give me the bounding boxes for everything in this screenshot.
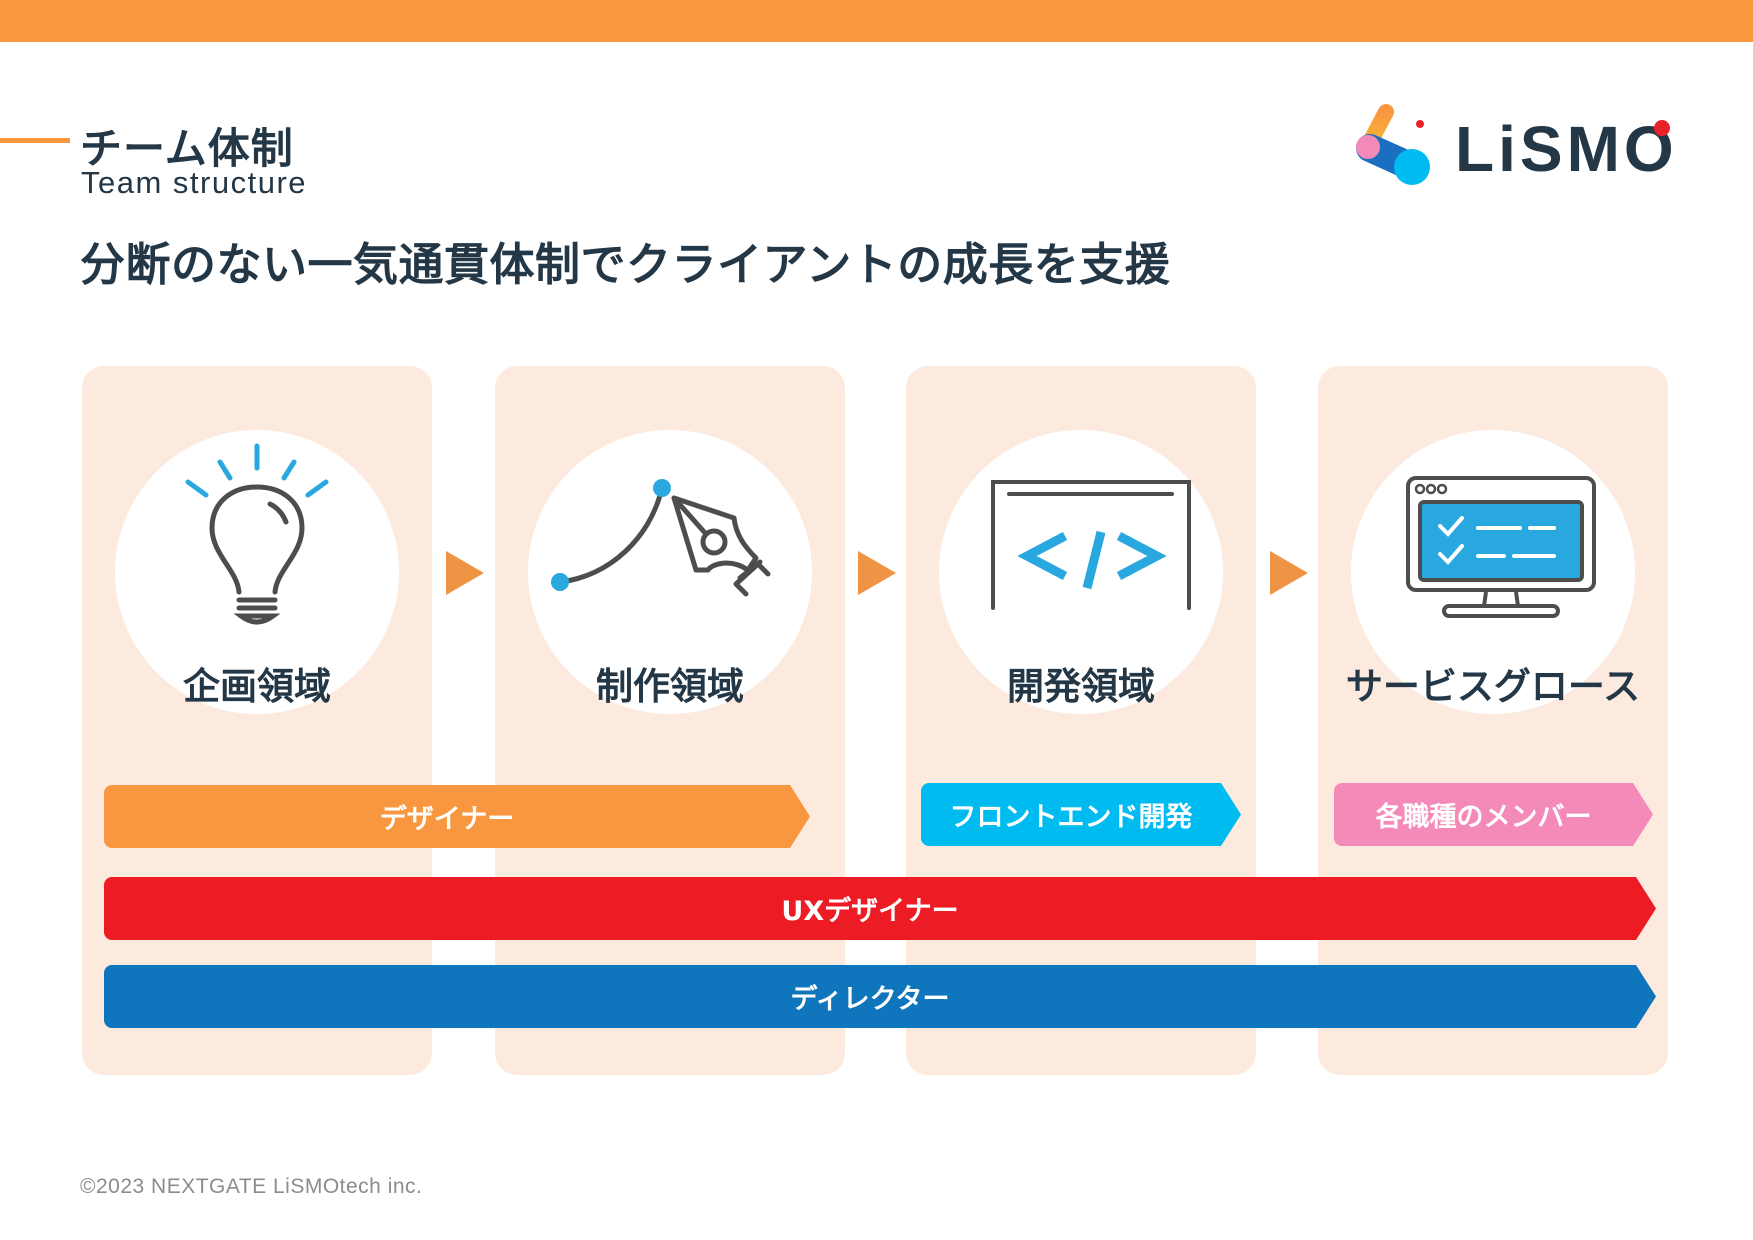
icon-circle [939, 430, 1223, 714]
flow-arrow-icon [858, 551, 896, 595]
code-window-icon [991, 480, 1191, 610]
stage-panel-production: 制作領域 [495, 366, 845, 1075]
role-label: UXデザイナー [781, 896, 959, 927]
section-title: チーム体制 [80, 124, 294, 173]
lightbulb-icon [185, 443, 329, 625]
role-bar-members: 各職種のメンバー [1334, 783, 1653, 846]
page-headline: 分断のない一気通貫体制でクライアントの成長を支援 [80, 238, 1171, 291]
icon-circle [115, 430, 399, 714]
stage-label: 開発領域 [1007, 665, 1155, 708]
flow-arrow-icon [1270, 551, 1308, 595]
section-subtitle: Team structure [81, 165, 308, 200]
role-bar-ux-designer: UXデザイナー [104, 877, 1656, 940]
role-bar-director: ディレクター [104, 965, 1656, 1028]
role-label: フロントエンド開発 [949, 802, 1193, 833]
monitor-checklist-icon [1406, 476, 1596, 618]
copyright: ©2023 NEXTGATE LiSMOtech inc. [80, 1175, 423, 1198]
lismo-logo-mark-icon [1356, 104, 1430, 185]
role-bar-designer: デザイナー [104, 785, 810, 848]
logo-wordmark: LiSMO [1455, 113, 1678, 185]
role-label: ディレクター [790, 984, 950, 1015]
pen-tool-icon [551, 479, 771, 597]
role-label: 各職種のメンバー [1375, 802, 1592, 833]
stage-label: 企画領域 [183, 665, 331, 708]
stage-panel-development: 開発領域 [906, 366, 1256, 1075]
stage-panel-service-growth: サービスグロース [1318, 366, 1668, 1075]
stage-label: 制作領域 [596, 665, 744, 708]
top-accent-bar [0, 0, 1753, 42]
role-label: デザイナー [379, 804, 515, 835]
logo-red-dot-icon [1654, 120, 1670, 136]
lismo-logo: LiSMO [1350, 100, 1680, 200]
stage-label: サービスグロース [1345, 665, 1641, 708]
stage-panel-planning: 企画領域 [82, 366, 432, 1075]
role-bar-frontend: フロントエンド開発 [921, 783, 1241, 846]
section-accent-line [0, 138, 70, 143]
flow-arrow-icon [446, 551, 484, 595]
